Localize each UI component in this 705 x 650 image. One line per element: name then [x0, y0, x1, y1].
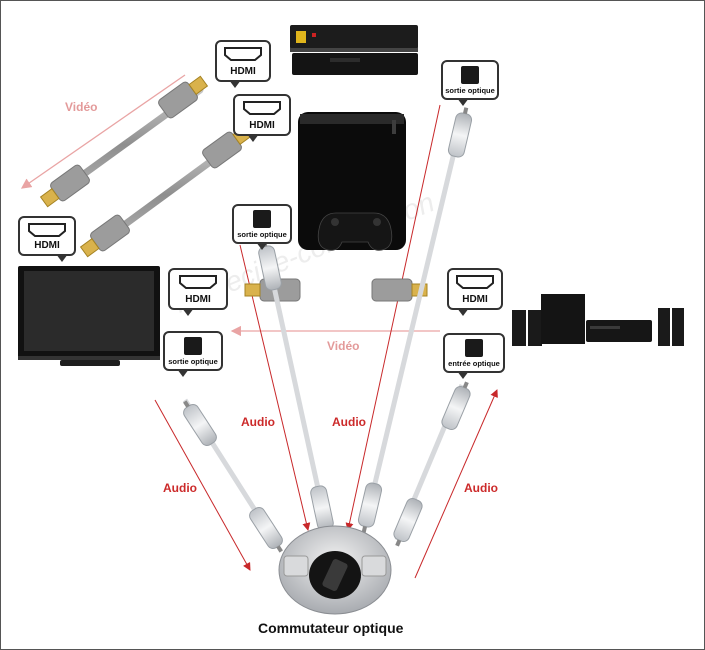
hdmi-port-icon: [456, 275, 494, 289]
hdmi-tag-right: HDMI: [447, 268, 503, 316]
hdmi-tag-label: HDMI: [34, 240, 60, 251]
television: [18, 266, 160, 366]
hdmi-port-icon: [224, 47, 262, 61]
optical-port-icon: [253, 210, 271, 228]
audio-arrow-left: [154, 399, 251, 571]
video-label-mid: Vidéo: [327, 339, 360, 353]
video-arrow-top: [20, 74, 186, 189]
optical-cable-left: [182, 398, 283, 553]
game-console: [298, 112, 406, 251]
hdmi-tag-label: HDMI: [185, 294, 211, 305]
hdmi-tag-label: HDMI: [462, 294, 488, 305]
optical-port-icon: [184, 337, 202, 355]
hdmi-tag-left: HDMI: [18, 216, 76, 262]
set-top-box: [290, 25, 418, 75]
hdmi-port-icon: [179, 275, 217, 289]
tag-tail: [256, 242, 268, 250]
tag-tail: [247, 134, 259, 142]
hdmi-tag-label: HDMI: [230, 66, 256, 77]
optical-port-icon: [465, 339, 483, 357]
tag-tail: [56, 254, 68, 262]
optical-out-label: sortie optique: [168, 357, 218, 366]
diagram-title: Commutateur optique: [258, 620, 404, 636]
tag-tail: [177, 369, 189, 377]
tag-tail: [229, 80, 241, 88]
tag-tail: [182, 308, 194, 316]
audio-label-mid-right: Audio: [332, 415, 366, 429]
optical-cable-right: [393, 381, 471, 547]
hdmi-tag-top-right: HDMI: [233, 94, 291, 142]
home-cinema-system: [512, 294, 684, 346]
hdmi-tag-label: HDMI: [249, 120, 275, 131]
audio-arrow-mid-right: [345, 104, 441, 531]
hdmi-port-icon: [28, 223, 66, 237]
optical-out-tag-top: sortie optique: [441, 60, 499, 106]
audio-arrow-right: [414, 389, 498, 579]
optical-in-tag-right: entrée optique: [443, 333, 505, 379]
hdmi-tag-tv: HDMI: [168, 268, 228, 316]
optical-switch: [278, 525, 392, 615]
optical-port-icon: [461, 66, 479, 84]
hdmi-port-icon: [243, 101, 281, 115]
audio-label-left: Audio: [163, 481, 197, 495]
optical-out-label: sortie optique: [445, 86, 495, 95]
tag-tail: [457, 371, 469, 379]
optical-in-label: entrée optique: [448, 359, 500, 368]
audio-label-mid-left: Audio: [241, 415, 275, 429]
optical-out-label: sortie optique: [237, 230, 287, 239]
hdmi-tag-top-left: HDMI: [215, 40, 271, 88]
tag-tail: [457, 308, 469, 316]
hdmi-cable-1: [39, 75, 209, 208]
tag-tail: [457, 98, 469, 106]
optical-out-tag-console: sortie optique: [232, 204, 292, 250]
hdmi-cable-2: [79, 125, 253, 258]
video-label-top: Vidéo: [65, 100, 98, 114]
optical-cable-mid-right: [357, 107, 473, 533]
audio-label-right: Audio: [464, 481, 498, 495]
optical-out-tag-tv: sortie optique: [163, 331, 223, 377]
